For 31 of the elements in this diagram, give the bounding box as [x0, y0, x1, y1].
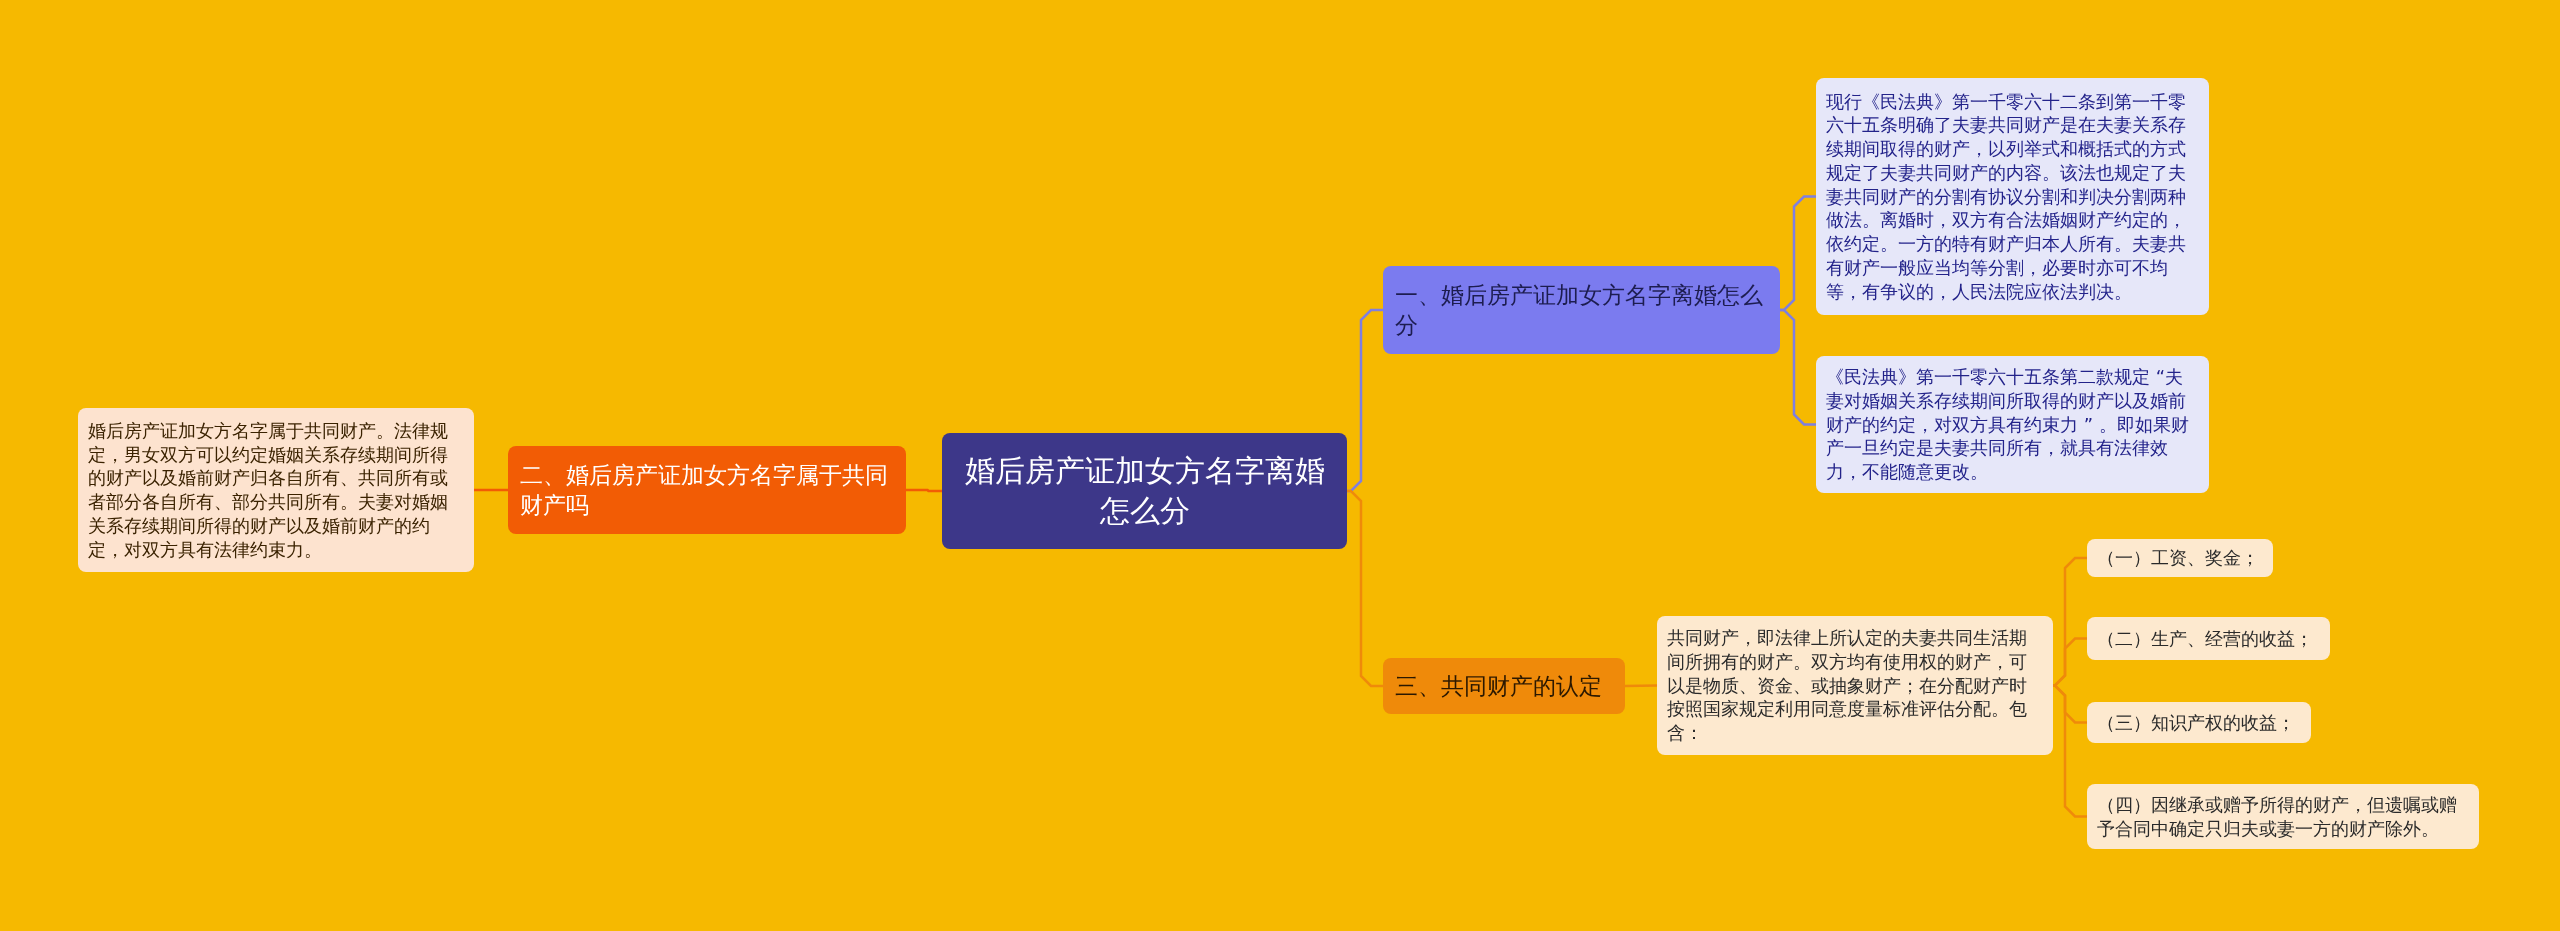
connector-line [1780, 308, 1816, 426]
item-box [2087, 617, 2330, 660]
connector-line [1624, 684, 1658, 688]
node-text: 婚后房产证加女方名字属于共同财产。法律规定，男女双方可以约定婚姻关系存续期间所得的财产以及婚前财产归各自所有、共同所有或者部分各自所有、部分共同所有。夫妻对婚姻关系存续期间所得的财产以及婚前财产的约定，对双方具有法律约束力。 [88, 418, 449, 562]
node-text: （四）因继承或赠予所得的财产，但遗嘱或赠予合同中确定只归夫或妻一方的财产除外。 [2097, 792, 2458, 841]
node-text: 婚后房产证加女方名字离婚怎么分 [963, 452, 1326, 530]
note-box [78, 408, 474, 572]
connector-line [2052, 637, 2087, 687]
connector-line [906, 488, 942, 493]
connector-line [2052, 684, 2087, 818]
note-box [1816, 356, 2209, 493]
node-text: （二）生产、经营的收益； [2097, 626, 2313, 651]
node-text: 三、共同财产的认定 [1395, 671, 1602, 701]
node-text: 一、婚后房产证加女方名字离婚怎么分 [1395, 280, 1764, 340]
node-text: 《民法典》第一千零六十五条第二款规定 “夫妻对婚姻关系存续期间所取得的财产以及婚前财产的约定，对双方具有约束力 ” 。即如果财产一旦约定是夫妻共同所有，就具有法律效力，不能随意更改。 [1826, 365, 2190, 484]
item-box [2087, 784, 2479, 849]
node-text: 共同财产，即法律上所认定的夫妻共同生活期间所拥有的财产。双方均有使用权的财产，可以是物质、资金、或抽象财产；在分配财产时按照国家规定利用同意度量标准评估分配。包含： [1667, 626, 2028, 745]
node-text: 现行《民法典》第一千零六十二条到第一千零六十五条明确了夫妻共同财产是在夫妻关系存续期间取得的财产，以列举式和概括式的方式规定了夫妻共同财产的内容。该法也规定了夫妻共同财产的分割有协议分割和判决分割两种做法。离婚时，双方有合法婚姻财产约定的，依约定。一方的特有财产归本人所有。夫妻共有财产一般应当均等分割，必要时亦可不均等，有争议的，人民法院应依法判决。 [1826, 89, 2187, 304]
node-text: （一）工资、奖金； [2097, 546, 2259, 570]
connector-line [474, 488, 508, 492]
note-box [1657, 616, 2053, 755]
topic-box [942, 433, 1347, 549]
connector-line [1347, 489, 1383, 688]
item-box [2087, 539, 2273, 577]
node-text: 二、婚后房产证加女方名字属于共同财产吗 [520, 460, 889, 520]
node-text: （三）知识产权的收益； [2097, 710, 2295, 735]
item-box [2087, 702, 2311, 743]
branch-box [1383, 658, 1625, 714]
branch-box [508, 446, 906, 534]
note-box [1816, 78, 2209, 315]
branch-box [1383, 266, 1780, 354]
